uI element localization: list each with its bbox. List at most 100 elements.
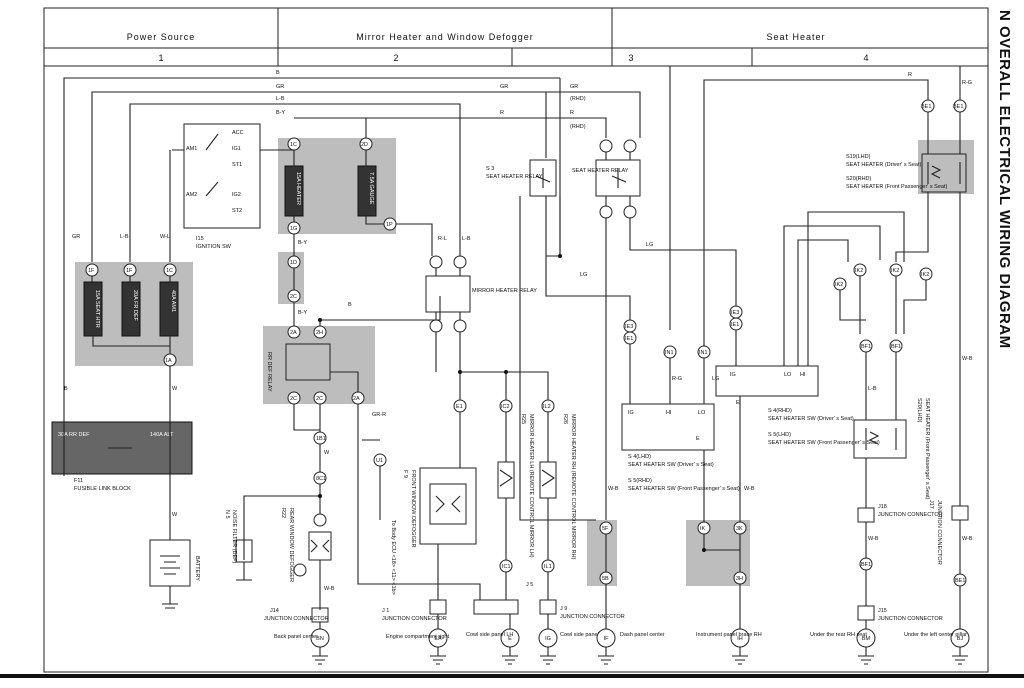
- seat-relay-lh-name: SEAT HEATER RELAY: [486, 174, 543, 180]
- svg-text:2C: 2C: [290, 396, 297, 402]
- rear-window-defogger: [308, 531, 332, 561]
- mirror-lh-name: MIRROR HEATER LH (REMOTE CONTROL MIRROR …: [528, 414, 534, 558]
- seat-sw-lhd-name2: SEAT HEATER SW (Front Passenger' s Seat): [628, 486, 740, 492]
- ig-ig2-label: IG2: [232, 192, 241, 198]
- svg-text:Cowl side panel RH: Cowl side panel RH: [560, 632, 608, 638]
- svg-text:3H: 3H: [736, 576, 743, 582]
- svg-text:BF1: BF1: [861, 562, 871, 568]
- svg-text:BE1: BE1: [953, 104, 963, 110]
- svg-text:BN: BN: [316, 636, 324, 642]
- svg-text:W-L: W-L: [160, 234, 170, 240]
- svg-text:R: R: [908, 72, 912, 78]
- svg-text:B: B: [276, 70, 280, 76]
- svg-text:Back panel center: Back panel center: [274, 634, 318, 640]
- ground-ih: IH Instrument panel brace RH: [696, 628, 762, 665]
- svg-text:3K: 3K: [736, 526, 743, 532]
- ignition-name: IGNITION SW: [196, 244, 232, 250]
- j15-name: JUNCTION CONNECTOR: [878, 616, 943, 622]
- seat-sw-rhd-id2: S 5(LHD): [768, 432, 791, 438]
- seat-heater-b-id: S20(LHD): [916, 398, 922, 423]
- svg-text:LG: LG: [580, 272, 587, 278]
- seat-heater-b-name: SEAT HEATER (Front Passenger' s Seat): [924, 398, 930, 499]
- mirror-lh-id: R25: [520, 414, 526, 424]
- svg-text:IC1: IC1: [502, 564, 511, 570]
- svg-text:IK2: IK2: [921, 272, 929, 278]
- svg-text:IL1: IL1: [544, 564, 552, 570]
- mirror-heater-rh: [539, 461, 557, 499]
- svg-text:IC2: IC2: [501, 404, 510, 410]
- seat-heater-a-id2: S20(RHD): [846, 176, 872, 182]
- svg-text:R-L: R-L: [438, 236, 447, 242]
- fuse-fr-def: 20A FR DEF: [121, 281, 141, 337]
- svg-text:15A HEATER: 15A HEATER: [295, 172, 301, 205]
- j9-id: J 9: [560, 606, 567, 612]
- section-mirror-heater: Mirror Heater and Window Defogger: [356, 32, 534, 42]
- mirror-relay-label: MIRROR HEATER RELAY: [472, 288, 537, 294]
- svg-text:R: R: [570, 110, 574, 116]
- seat-heater-a-id: S19(LHD): [846, 154, 871, 160]
- svg-text:B-Y: B-Y: [276, 110, 286, 116]
- svg-text:5F: 5F: [602, 526, 609, 532]
- svg-text:IK: IK: [700, 526, 706, 532]
- seat-sw-lhd-name: SEAT HEATER SW (Driver' s Seat): [628, 462, 714, 468]
- noise-filter-name: NOISE FILTER (DEF): [231, 510, 237, 564]
- rear-defogger-name: REAR WINDOW DEFOGGER: [288, 508, 294, 582]
- svg-text:W-B: W-B: [962, 356, 973, 362]
- mirror-rh-id: R26: [562, 414, 568, 424]
- svg-text:Under the rear RH seat: Under the rear RH seat: [810, 632, 867, 638]
- j9-name: JUNCTION CONNECTOR: [560, 614, 625, 620]
- section-power-source: Power Source: [127, 32, 196, 42]
- j14-name: JUNCTION CONNECTOR: [264, 616, 329, 622]
- svg-text:BM: BM: [862, 636, 871, 642]
- ground-bm: BM Under the rear RH seat: [810, 628, 876, 665]
- section-number-1: 1: [158, 53, 163, 63]
- seat-relay-lh-id: S 3: [486, 166, 494, 172]
- fusible-name: FUSIBLE LINK BLOCK: [74, 486, 131, 492]
- battery: [149, 539, 191, 587]
- svg-text:1A: 1A: [165, 358, 172, 364]
- svg-text:E: E: [736, 400, 740, 406]
- svg-text:IN1: IN1: [699, 350, 708, 356]
- section-number-2: 2: [393, 53, 398, 63]
- section-seat-heater: Seat Heater: [766, 32, 825, 42]
- svg-text:LO: LO: [784, 372, 792, 378]
- svg-text:2A: 2A: [290, 330, 297, 336]
- section-number-4: 4: [863, 53, 868, 63]
- j14-id: J14: [270, 608, 279, 614]
- svg-text:BF1: BF1: [861, 344, 871, 350]
- svg-text:W-B: W-B: [962, 536, 973, 542]
- svg-text:BE1: BE1: [955, 578, 965, 584]
- ig-ig1-label: IG1: [232, 146, 241, 152]
- svg-text:W-B: W-B: [744, 486, 755, 492]
- svg-text:W-B: W-B: [868, 536, 879, 542]
- svg-text:LO: LO: [698, 410, 706, 416]
- ig-acc-label: ACC: [232, 130, 244, 136]
- seat-heater-relay-lh: [529, 159, 557, 197]
- svg-text:IG: IG: [730, 372, 736, 378]
- svg-text:Instrument panel brace RH: Instrument panel brace RH: [696, 632, 762, 638]
- svg-text:Dash panel center: Dash panel center: [620, 632, 665, 638]
- svg-text:B-Y: B-Y: [298, 240, 308, 246]
- fuse-am1: 40A AM1: [159, 281, 179, 337]
- svg-text:W: W: [172, 512, 178, 518]
- svg-text:L-B: L-B: [868, 386, 877, 392]
- ground-bn: BN Back panel center: [274, 628, 330, 665]
- j17-name: JUNCTION CONNECTOR: [936, 500, 942, 565]
- front-window-defogger: [419, 467, 477, 545]
- svg-text:5B: 5B: [602, 576, 609, 582]
- j5-id: J 5: [526, 582, 533, 588]
- rr-def-relay-block: [263, 326, 375, 404]
- svg-text:IK2: IK2: [891, 268, 899, 274]
- svg-text:R-G: R-G: [962, 80, 972, 86]
- svg-text:B: B: [64, 386, 68, 392]
- seat-heater-a-name: SEAT HEATER (Driver' s Seat): [846, 162, 921, 168]
- svg-text:1G: 1G: [290, 226, 297, 232]
- svg-text:R: R: [500, 110, 504, 116]
- svg-text:Under the left center pillar: Under the left center pillar: [904, 632, 967, 638]
- svg-text:20A FR DEF: 20A FR DEF: [132, 290, 138, 322]
- ground-ig: IG Cowl side panel RH: [538, 628, 608, 665]
- svg-text:2C: 2C: [316, 396, 323, 402]
- seat-heater-b: [853, 419, 907, 459]
- svg-text:Cowl side panel LH: Cowl side panel LH: [466, 632, 513, 638]
- svg-text:1C: 1C: [290, 142, 297, 148]
